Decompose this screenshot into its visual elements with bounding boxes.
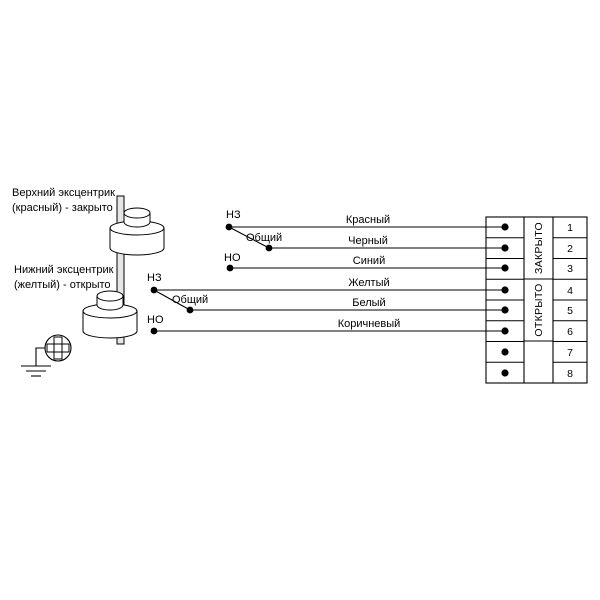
terminal-number: 8 [567,368,573,380]
terminal-row-5: 5 [501,305,573,317]
terminal-dot [501,348,509,356]
top-switch-common-label: Общий [246,232,282,244]
terminal-row-1: 1 [501,222,573,234]
terminal-number: 3 [567,263,573,275]
terminal-row-2: 2 [501,243,573,255]
terminal-dot [501,369,509,377]
cam-assembly [82,195,165,345]
terminal-number: 7 [567,347,573,359]
upper-cam-label-line2: (красный) - закрыто [12,202,113,214]
terminal-dot [501,244,509,252]
lower-cam-label-line2: (желтый) - открыто [14,279,111,291]
wire-label-black: Черный [348,235,388,247]
terminal-row-3: 3 [501,263,573,275]
top-switch-lever [228,226,270,249]
terminal-number: 2 [567,243,573,255]
wire-label-yellow: Желтый [348,277,389,289]
open-label: ОТКРЫТО [533,283,545,336]
terminal-dot [501,327,509,335]
top-switch-nc-label: НЗ [226,209,241,221]
terminal-dot [501,286,509,294]
bottom-switch: НЗ Общий НО [147,272,208,335]
shaft [116,195,125,345]
terminal-number: 1 [567,222,573,234]
terminal-block: ЗАКРЫТО ОТКРЫТО 1 2 3 4 5 6 7 [485,216,588,384]
top-switch-no-label: НО [224,252,241,264]
ground-screw-icon [21,334,72,377]
terminal-row-8: 8 [501,368,573,380]
top-switch: НЗ Общий НО [224,209,282,272]
wire-label-brown: Коричневый [338,318,401,330]
upper-cam [109,207,165,256]
bottom-switch-lever [153,289,191,311]
lower-cam-label-line1: Нижний эксцентрик [14,264,114,276]
terminal-row-6: 6 [501,326,573,338]
terminal-dot [501,306,509,314]
wire-label-white: Белый [352,297,385,309]
wire-label-blue: Синий [353,255,385,267]
bottom-switch-nc-label: НЗ [147,272,162,284]
terminal-row-7: 7 [501,347,573,359]
bottom-switch-common-label: Общий [172,294,208,306]
lower-cam [82,290,138,339]
terminal-dot [501,264,509,272]
terminal-row-4: 4 [501,285,573,297]
terminal-dot [501,223,509,231]
closed-label: ЗАКРЫТО [533,222,545,274]
terminal-number: 4 [567,285,573,297]
wire-label-red: Красный [346,214,390,226]
upper-cam-label-line1: Верхний эксцентрик [12,187,115,199]
wires: Красный Черный Синий Желтый Белый Коричн… [154,214,505,332]
terminal-number: 6 [567,326,573,338]
bottom-switch-no-label: НО [147,314,164,326]
terminal-number: 5 [567,305,573,317]
